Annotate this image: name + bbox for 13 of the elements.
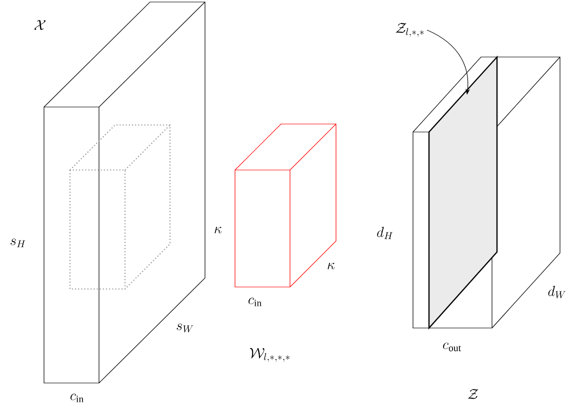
axis-label: $\mathcal{W}_{l,*,*,*}$ xyxy=(250,348,290,362)
slice-label: $\mathcal{Z}_{l,*,*}$ xyxy=(396,23,424,37)
axis-label: $\kappa$ xyxy=(214,226,222,234)
axis-label: $c_{\mathrm{out}}$ xyxy=(443,342,461,352)
axis-label: $\mathcal{Z}$ xyxy=(468,389,478,399)
axis-label: $s_H$ xyxy=(10,238,26,248)
axis-label: $d_W$ xyxy=(548,286,566,298)
axis-label: $s_W$ xyxy=(176,324,194,332)
axis-label: $d_H$ xyxy=(377,226,393,240)
axis-label: $c_{\mathrm{in}}$ xyxy=(70,394,84,402)
axis-label: $\kappa$ xyxy=(328,262,335,270)
axis-label: $c_{\mathrm{in}}$ xyxy=(248,298,262,306)
axis-label: $\mathcal{X}$ xyxy=(34,20,46,30)
